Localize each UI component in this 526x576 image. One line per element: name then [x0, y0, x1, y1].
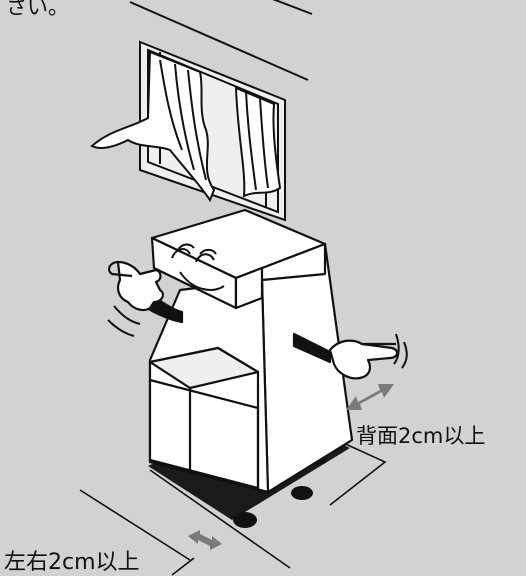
side-clearance-label: 左右2cm以上 — [4, 544, 140, 576]
double-arrow-icon — [346, 384, 394, 410]
double-arrow-icon — [188, 530, 222, 550]
instruction-text-fragment: さい。 — [6, 0, 69, 21]
back-clearance-label: 背面2cm以上 — [356, 420, 485, 450]
dehumidifier-character-icon — [136, 210, 352, 492]
